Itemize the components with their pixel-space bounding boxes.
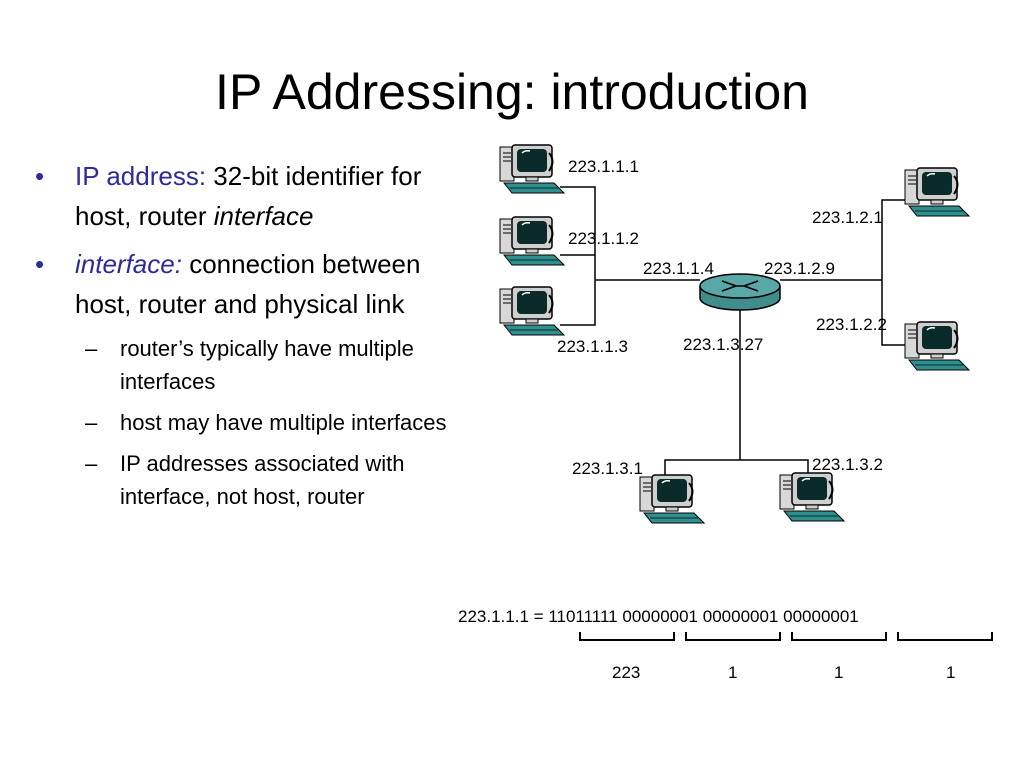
octet-bracket <box>897 632 993 641</box>
bullet-dot: • <box>35 249 45 279</box>
router-icon <box>699 273 781 311</box>
binary-dotted-address: 223.1.1.1 <box>458 607 529 626</box>
bullet-ip-address: • IP address: 32-bit identifier for host… <box>30 156 460 236</box>
sub-bullet-dash: – <box>85 336 98 361</box>
network-links <box>560 186 908 484</box>
octet-bracket <box>579 632 675 641</box>
ip-label-host-2: 223.1.1.2 <box>568 229 639 248</box>
ip-label-host-1: 223.1.1.1 <box>568 157 639 176</box>
octet-brackets <box>579 632 993 641</box>
sub-bullet-host-interfaces: – host may have multiple interfaces <box>30 406 460 439</box>
ip-label-host-4: 223.1.2.1 <box>812 208 883 227</box>
bullet-dot: • <box>35 161 45 191</box>
host-computer-icon <box>499 286 565 336</box>
subnet-1-bus <box>560 186 596 326</box>
octet-bracket <box>791 632 887 641</box>
ip-label-host-5: 223.1.2.2 <box>816 315 887 334</box>
ip-label-host-6: 223.1.3.1 <box>572 459 643 478</box>
bullet-text-interface: connection between host, router and phys… <box>75 249 421 319</box>
binary-octet-2: 00000001 <box>622 607 699 626</box>
sub-bullet-router-interfaces: – router’s typically have multiple inter… <box>30 332 460 398</box>
sub-bullet-text: IP addresses associated with interface, … <box>120 451 405 509</box>
decimal-octet-1: 223 <box>612 663 641 682</box>
sub-bullet-text: host may have multiple interfaces <box>120 410 447 435</box>
host-computer-icon <box>904 167 970 217</box>
sub-bullet-ip-association: – IP addresses associated with interface… <box>30 447 460 513</box>
host-computer-icon <box>904 321 970 371</box>
decimal-octet-3: 1 <box>834 663 844 682</box>
decimal-octet-2: 1 <box>728 663 738 682</box>
ip-label-router-1: 223.1.1.4 <box>643 259 714 278</box>
host-computer-icon <box>499 216 565 266</box>
subnet-2-bus <box>881 199 908 346</box>
host-computer-icon <box>639 474 705 524</box>
bullet-term-ip-address: IP address: <box>75 161 207 191</box>
binary-octet-4: 00000001 <box>783 607 859 626</box>
decimal-octet-4: 1 <box>946 663 956 682</box>
ip-label-router-2: 223.1.2.9 <box>764 259 835 278</box>
binary-octet-3: 00000001 <box>702 607 779 626</box>
host-computer-icon <box>499 144 565 194</box>
bullet-list: • IP address: 32-bit identifier for host… <box>30 156 460 521</box>
binary-equals: = <box>533 607 544 626</box>
sub-bullet-dash: – <box>85 451 98 476</box>
bullet-interface: • interface: connection between host, ro… <box>30 244 460 324</box>
binary-address-row: 223.1.1.1 = 11011111 00000001 00000001 0… <box>458 606 859 628</box>
slide-title: IP Addressing: introduction <box>215 64 809 120</box>
octet-bracket <box>685 632 781 641</box>
binary-octet-1: 11011111 <box>548 607 618 626</box>
bullet-italic-interface: interface <box>213 201 314 231</box>
ip-label-router-3: 223.1.3.27 <box>683 335 763 354</box>
sub-bullet-text: router’s typically have multiple interfa… <box>120 336 414 394</box>
sub-bullet-dash: – <box>85 410 98 435</box>
subnet-3-bus <box>664 459 809 484</box>
ip-label-host-3: 223.1.1.3 <box>557 337 628 356</box>
bullet-term-interface: interface: <box>75 249 182 279</box>
bullet-text-ip-address: 32-bit identifier for host, router <box>75 161 422 231</box>
ip-label-host-7: 223.1.3.2 <box>812 455 883 474</box>
host-computer-icon <box>779 472 845 522</box>
